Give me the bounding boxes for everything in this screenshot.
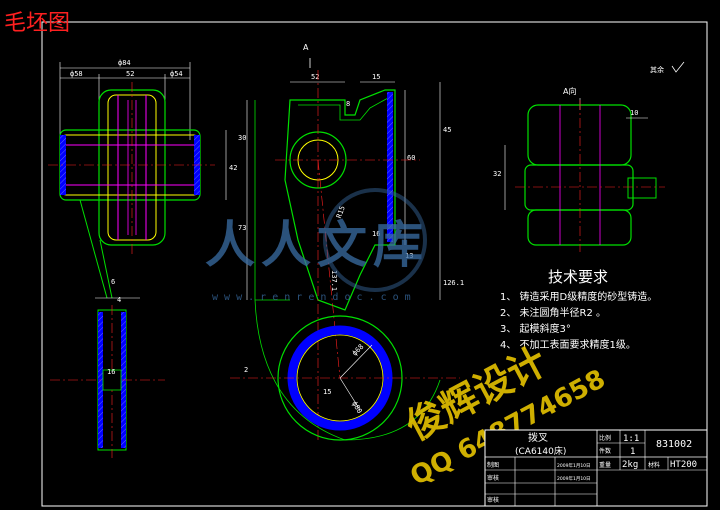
- dim-52a: 52: [126, 70, 134, 78]
- dim-8: 8: [346, 100, 350, 108]
- center-view: A 52 15 8 30 73 45 126.1 60 R15 16 13 13…: [230, 43, 464, 441]
- dim-1371: 137.1: [330, 270, 338, 291]
- machine-name: (CA6140床): [515, 445, 566, 457]
- right-view: A向 32 10 其余: [493, 61, 685, 252]
- dim-16: 16: [107, 368, 115, 376]
- dim-60: 60: [407, 154, 415, 162]
- designer-label: 制图: [487, 461, 499, 469]
- left-view: ф84 ф58 52 ф54 42 6 4: [48, 59, 237, 458]
- dim-r15: R15: [335, 205, 347, 220]
- roughness-symbol-icon: [671, 61, 685, 73]
- sheet-title: 毛坯图: [4, 11, 70, 36]
- tech-heading: 技术要求: [548, 268, 608, 286]
- weight-label: 重量: [599, 461, 611, 469]
- dim-45: 45: [443, 126, 451, 134]
- dim-32: 32: [493, 170, 501, 178]
- dim-2: 2: [244, 366, 248, 374]
- watermark-brand: 人人文库 w w w . r e n r e n d o c . c o m: [205, 188, 429, 303]
- view-label: A向: [563, 86, 576, 96]
- dim-d84: ф84: [118, 59, 131, 67]
- tech-item-1: 1、 铸造采用D级精度的砂型铸造。: [500, 290, 657, 303]
- dim-13: 13: [405, 252, 413, 260]
- tech-requirements: 技术要求 1、 铸造采用D级精度的砂型铸造。 2、 未注圆角半径R2 。 3、 …: [500, 268, 657, 351]
- dim-10: 10: [630, 109, 638, 117]
- dim-1261: 126.1: [443, 279, 464, 287]
- dim-d58: ф58: [70, 70, 83, 78]
- dim-15b: 15: [323, 388, 331, 396]
- dim-73: 73: [238, 224, 246, 232]
- date-2: 2009年1月10日: [557, 475, 591, 482]
- date-1: 2009年1月10日: [557, 462, 591, 469]
- dim-30: 30: [238, 134, 246, 142]
- dim-42: 42: [229, 164, 237, 172]
- scale-value: 1:1: [623, 434, 639, 444]
- weight-value: 2kg: [622, 460, 638, 470]
- qty-value: 1: [630, 447, 635, 457]
- material-label: 材料: [648, 461, 660, 469]
- scale-label: 比例: [599, 434, 611, 442]
- material-value: HT200: [670, 460, 697, 470]
- dim-15: 15: [372, 73, 380, 81]
- dim-16b: 16: [372, 230, 380, 238]
- section-label: A: [303, 43, 309, 52]
- sheet-frame: [41, 21, 708, 507]
- dim-d68: ф68: [351, 343, 366, 358]
- roughness-note: 其余: [650, 65, 664, 74]
- qty-label: 件数: [599, 447, 611, 455]
- drawing-number: 831002: [656, 439, 692, 450]
- approver-label: 审核: [487, 496, 499, 504]
- watermark-brand-text: 人人文库: [205, 216, 429, 274]
- watermark-url: w w w . r e n r e n d o c . c o m: [212, 292, 411, 303]
- dim-d80: ф80: [350, 400, 363, 415]
- dim-6: 6: [111, 278, 115, 286]
- tech-item-4: 4、 不加工表面要求精度1级。: [500, 338, 636, 351]
- dim-52b: 52: [311, 73, 319, 81]
- tech-item-3: 3、 起模斜度3°: [500, 322, 571, 335]
- tech-item-2: 2、 未注圆角半径R2 。: [500, 306, 606, 319]
- dim-4: 4: [117, 296, 121, 304]
- part-name: 拨叉: [528, 431, 548, 444]
- dim-d54: ф54: [170, 70, 183, 78]
- checker-label: 审核: [487, 474, 499, 482]
- title-block: 拨叉 (CA6140床) 比例 1:1 件数 1 重量 2kg 材料 HT200…: [484, 429, 708, 507]
